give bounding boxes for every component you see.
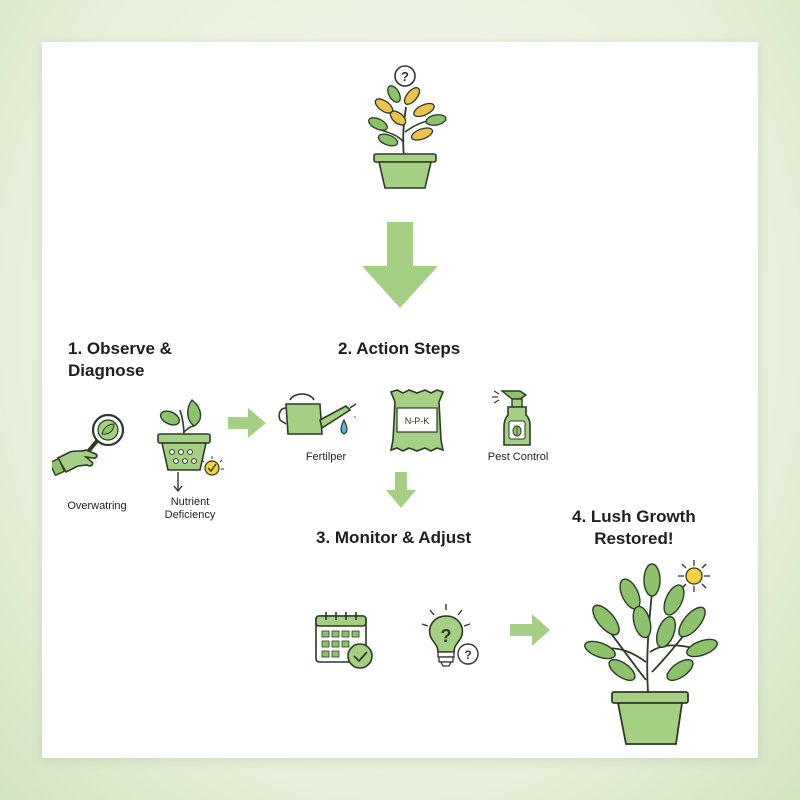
infographic-card: ? 1. Observe & Diagnose 2. Action Steps … <box>42 42 758 758</box>
npk-label: N-P-K <box>405 416 430 426</box>
svg-text:?: ? <box>441 626 452 646</box>
fertilizer-bag-icon: N-P-K <box>389 388 445 454</box>
right-arrow-icon <box>228 408 266 438</box>
wilting-plant-question-icon: ? <box>354 62 454 192</box>
pest-spray-bottle-icon <box>490 385 540 449</box>
svg-text:?: ? <box>464 648 471 662</box>
step-1-title: 1. Observe & Diagnose <box>68 339 172 380</box>
step-2-title: 2. Action Steps <box>338 339 461 358</box>
down-arrow-icon <box>360 222 440 308</box>
healthy-plant-sun-icon <box>582 552 722 748</box>
step-4-title: 4. Lush Growth Restored! <box>572 507 696 548</box>
down-arrow-small-icon <box>386 472 416 508</box>
pot-with-sprout-icon <box>152 398 228 498</box>
overwatering-label: Overwatring <box>67 500 127 512</box>
calendar-check-icon <box>314 610 378 672</box>
lightbulb-question-icon: ? ? <box>412 602 484 674</box>
svg-text:?: ? <box>401 69 409 84</box>
right-arrow-icon <box>510 614 550 646</box>
pest-control-label: Pest Control <box>487 451 549 463</box>
nutrient-deficiency-label: Nutrient Deficiency <box>164 496 216 521</box>
magnifying-glass-hand-icon <box>52 410 128 480</box>
fertilizer-label: Fertilper <box>305 451 347 463</box>
step-3-title: 3. Monitor & Adjust <box>316 528 472 547</box>
watering-can-icon <box>276 390 366 452</box>
